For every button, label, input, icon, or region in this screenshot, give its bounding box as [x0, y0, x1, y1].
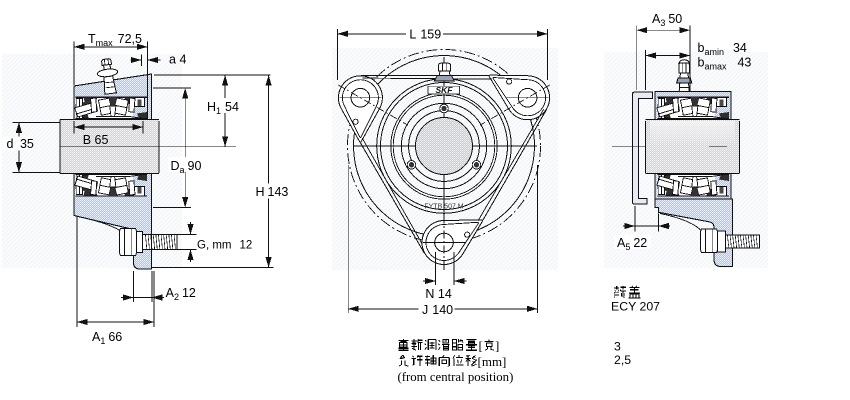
svg-text:A3​50: A3​50 — [652, 12, 682, 28]
svg-text:a4: a4 — [169, 53, 186, 67]
svg-text:A5​22: A5​22 — [617, 236, 647, 252]
svg-text:Da​90: Da​90 — [171, 159, 202, 175]
svg-text:bamax​43: bamax​43 — [698, 56, 752, 72]
svg-text:[mm]: [mm] — [478, 354, 507, 369]
svg-text:(from central position): (from central position) — [398, 370, 514, 384]
svg-text:2,5: 2,5 — [614, 353, 631, 367]
svg-text:[: [ — [479, 338, 483, 353]
svg-text:3: 3 — [614, 340, 621, 354]
svg-text:]: ] — [495, 338, 499, 353]
svg-text:ECY 207: ECY 207 — [611, 300, 660, 314]
svg-text:B65: B65 — [83, 133, 109, 147]
svg-text:bamin​34: bamin​34 — [698, 41, 747, 57]
svg-text:A1​66: A1​66 — [92, 330, 122, 346]
svg-text:Tmax​72,5: Tmax​72,5 — [88, 32, 142, 48]
svg-text:SKF: SKF — [436, 85, 454, 95]
svg-text:H1​54: H1​54 — [207, 100, 239, 116]
svg-text:N14: N14 — [425, 287, 451, 301]
svg-text:A2​12: A2​12 — [166, 286, 196, 302]
svg-text:FYTB 507 M: FYTB 507 M — [424, 204, 463, 211]
svg-text:d35: d35 — [7, 137, 34, 151]
